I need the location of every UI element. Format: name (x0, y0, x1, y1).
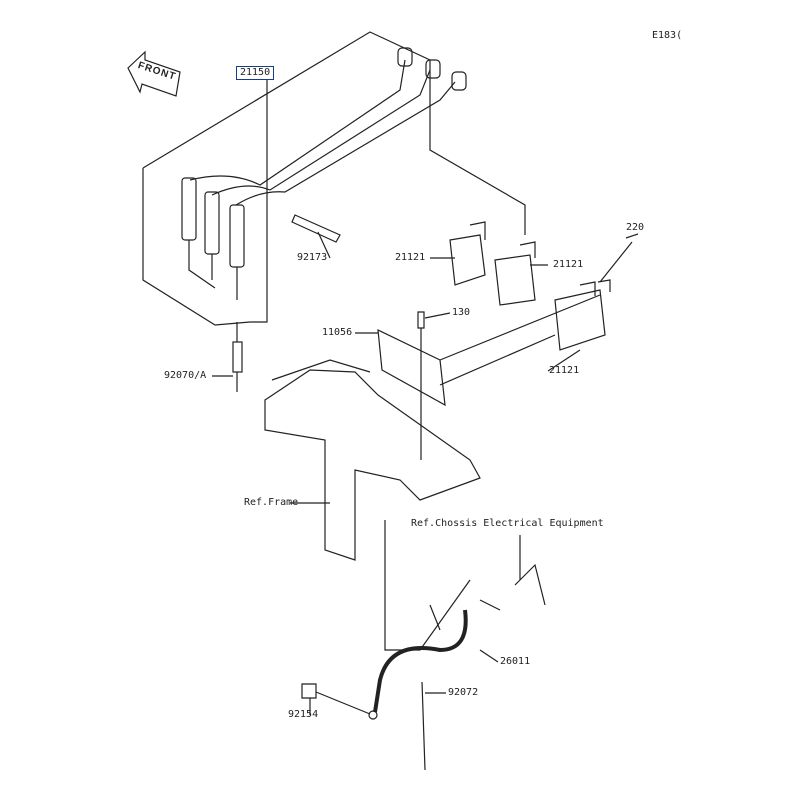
part-label-92070a[interactable]: 92070/A (164, 370, 207, 381)
ref-frame-label: Ref.Frame (244, 497, 299, 508)
part-label-92173[interactable]: 92173 (297, 252, 328, 263)
ground-lead-icon (368, 535, 546, 720)
bolt-icon (417, 311, 425, 460)
part-label-21121-b[interactable]: 21121 (553, 259, 584, 270)
part-label-21150[interactable]: 21150 (236, 66, 275, 80)
diagram-id: E183( (652, 30, 683, 41)
spark-plug-icon (232, 322, 243, 392)
screw-icon (599, 233, 639, 283)
part-label-26011[interactable]: 26011 (500, 656, 531, 667)
ignition-coil-icon (449, 221, 611, 351)
part-label-21121-c[interactable]: 21121 (549, 365, 580, 376)
front-arrow-icon (127, 50, 181, 97)
assembly-leader-21150 (142, 31, 526, 323)
part-label-92154[interactable]: 92154 (288, 709, 319, 720)
ignition-wires (181, 47, 467, 300)
bracket-icon (377, 328, 446, 407)
ref-electrical-label: Ref.Chossis Electrical Equipment (411, 518, 604, 529)
part-label-11056[interactable]: 11056 (322, 327, 353, 338)
part-label-21121-a[interactable]: 21121 (395, 252, 426, 263)
band-icon (421, 681, 426, 771)
part-label-220[interactable]: 220 (626, 222, 645, 233)
clamp-icon (291, 214, 341, 243)
part-label-92072[interactable]: 92072 (448, 687, 479, 698)
part-label-130[interactable]: 130 (452, 307, 471, 318)
bolt-92154-icon (301, 683, 371, 715)
